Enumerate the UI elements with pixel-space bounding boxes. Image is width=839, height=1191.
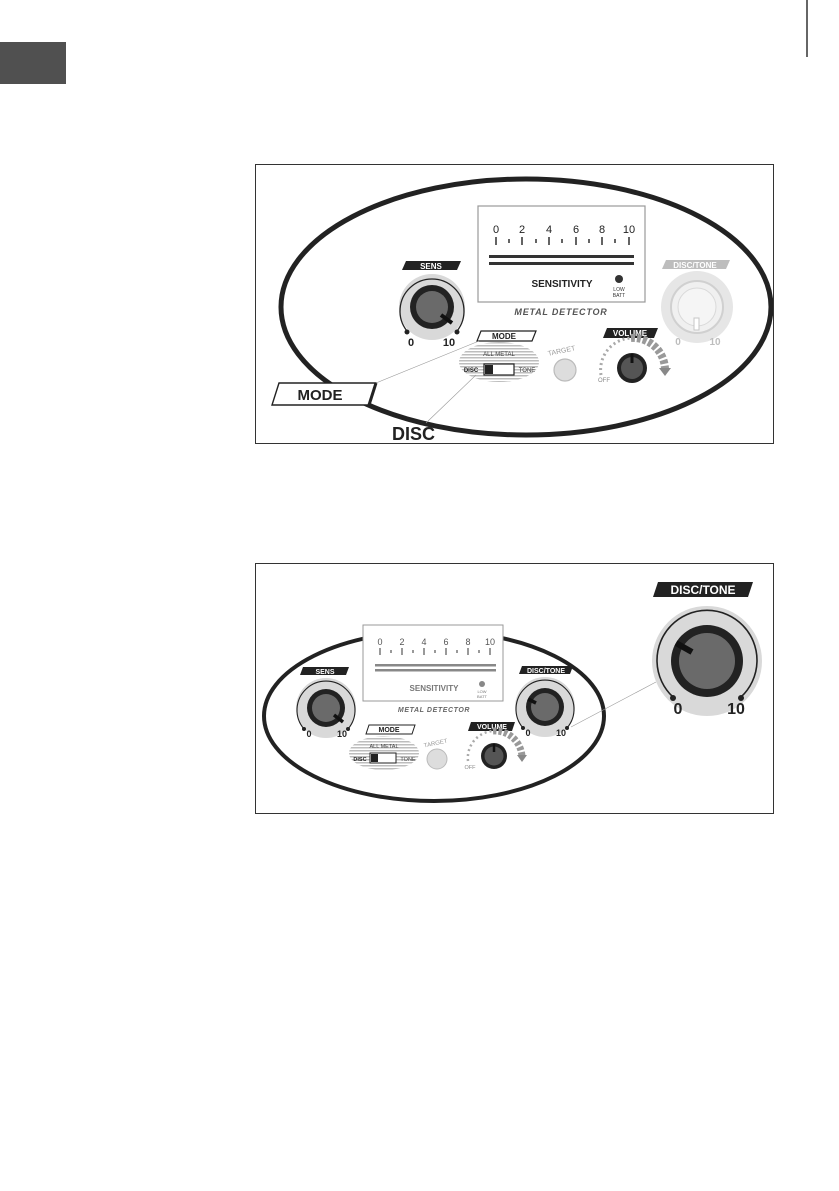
- brand-label: METAL DETECTOR: [398, 707, 470, 714]
- disc-tone-label: DISC/TONE: [527, 668, 565, 675]
- off-label: OFF: [598, 378, 610, 384]
- sens-min-label: 0: [408, 337, 414, 349]
- tone-switch-label: TONE: [519, 368, 536, 374]
- zoom-max-label: 10: [727, 701, 745, 718]
- sensitivity-meter: 0 2 4 6 8 10 SENSITIVITY LOW BATT: [363, 625, 503, 701]
- disc-tone-label: DISC/TONE: [673, 261, 717, 270]
- scale-tick-6: 6: [443, 637, 448, 647]
- volume-label: VOLUME: [613, 329, 648, 338]
- zoom-min-label: 0: [674, 701, 683, 718]
- low-batt-led: [479, 681, 485, 687]
- sens-label: SENS: [315, 669, 334, 676]
- target-indicator: [427, 749, 447, 769]
- sens-max-label: 10: [337, 729, 347, 739]
- scale-tick-6: 6: [573, 224, 579, 236]
- scale-tick-4: 4: [546, 224, 552, 236]
- disc-tone-max-label: 10: [709, 337, 721, 348]
- target-indicator: [554, 359, 576, 381]
- scale-tick-4: 4: [421, 637, 426, 647]
- figure-disc-tone-panel: 0 2 4 6 8 10 SENSITIVITY LOW BATT METAL …: [255, 563, 774, 814]
- disc-tone-max-label: 10: [556, 728, 566, 738]
- zoom-disc-tone-label: DISC/TONE: [670, 583, 735, 597]
- tone-switch-label: TONE: [400, 757, 416, 763]
- all-metal-label: ALL METAL: [483, 352, 515, 358]
- mode-label: MODE: [492, 332, 517, 341]
- sensitivity-label: SENSITIVITY: [410, 684, 460, 693]
- figure-mode-panel: 0 2 4 6 8 10 SENSITIVITY LOW BATT METAL …: [255, 164, 774, 444]
- all-metal-label: ALL METAL: [369, 744, 398, 750]
- scale-tick-8: 8: [599, 224, 605, 236]
- sens-max-label: 10: [443, 337, 455, 349]
- scale-tick-0: 0: [493, 224, 499, 236]
- sensitivity-label: SENSITIVITY: [531, 279, 592, 290]
- scale-tick-0: 0: [377, 637, 382, 647]
- disc-switch-label: DISC: [353, 757, 366, 763]
- volume-label: VOLUME: [477, 724, 507, 731]
- low-batt-label-2: BATT: [477, 694, 487, 699]
- mode-callout-label: MODE: [298, 387, 343, 404]
- zoom-disc-tone-knob-group[interactable]: DISC/TONE 0 10: [652, 582, 762, 718]
- mode-label: MODE: [379, 727, 400, 734]
- sens-label: SENS: [420, 262, 442, 271]
- sens-min-label: 0: [306, 729, 311, 739]
- scale-tick-2: 2: [519, 224, 525, 236]
- sensitivity-meter: 0 2 4 6 8 10 SENSITIVITY LOW BATT: [478, 206, 645, 302]
- scale-tick-2: 2: [399, 637, 404, 647]
- section-tab: [0, 42, 66, 84]
- disc-switch-label: DISC: [464, 368, 479, 374]
- off-label: OFF: [465, 765, 477, 771]
- scale-tick-10: 10: [485, 637, 495, 647]
- scale-tick-8: 8: [465, 637, 470, 647]
- scale-tick-10: 10: [623, 224, 635, 236]
- crop-mark: [0, 0, 839, 60]
- brand-label: METAL DETECTOR: [514, 307, 607, 317]
- disc-tone-min-label: 0: [525, 728, 530, 738]
- low-batt-led: [615, 275, 623, 283]
- low-batt-label-2: BATT: [613, 293, 625, 299]
- disc-tone-min-label: 0: [675, 337, 681, 348]
- disc-callout-label: DISC: [392, 424, 435, 443]
